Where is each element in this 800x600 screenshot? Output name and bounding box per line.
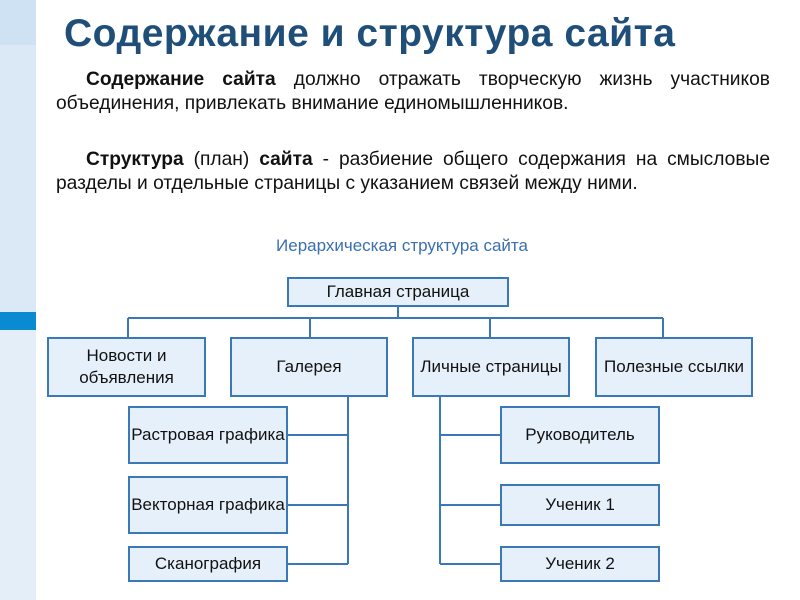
node-raster-graphics: Растровая графика: [128, 406, 288, 464]
slide-title: Содержание и структура сайта: [64, 12, 676, 55]
content-term: Содержание сайта: [86, 69, 276, 90]
node-student-2: Ученик 2: [500, 546, 660, 582]
content-paragraph: Содержание сайта должно отражать творчес…: [56, 68, 770, 116]
left-decor-bar: [0, 0, 36, 600]
structure-term: Структура: [86, 149, 184, 170]
node-vector-graphics: Векторная графика: [128, 476, 288, 534]
node-personal-pages: Личные страницы: [412, 337, 570, 397]
node-news: Новости и объявления: [47, 337, 206, 397]
content-text: должно отражать творческую жизнь участни…: [56, 69, 770, 114]
node-useful-links: Полезные ссылки: [595, 337, 753, 397]
left-bar-accent-segment: [0, 312, 36, 330]
node-scanography: Сканография: [128, 546, 288, 582]
site-term: сайта: [259, 149, 313, 170]
structure-paragraph: Структура (план) сайта - разбиение общег…: [56, 148, 770, 196]
structure-text-2: - разбиение общего содержания на смыслов…: [56, 149, 770, 194]
node-leader: Руководитель: [500, 406, 660, 464]
node-student-1: Ученик 1: [500, 484, 660, 526]
structure-text-1: (план): [183, 149, 260, 170]
left-bar-bottom-segment: [0, 330, 36, 600]
node-gallery: Галерея: [230, 337, 388, 397]
left-bar-top-segment: [0, 0, 36, 45]
diagram-subtitle: Иерархическая структура сайта: [276, 236, 528, 255]
node-main-page: Главная страница: [287, 277, 509, 307]
